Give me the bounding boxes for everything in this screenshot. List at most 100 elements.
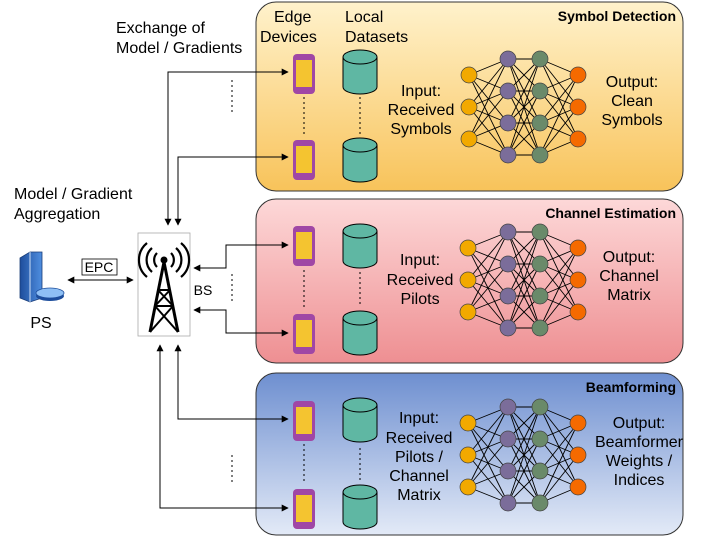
nn-hidden-node xyxy=(531,494,549,512)
ps-label: PS xyxy=(30,315,51,332)
neural-network xyxy=(459,223,587,337)
panel-title-beamforming: Beamforming xyxy=(586,379,676,395)
nn-edge xyxy=(539,74,579,124)
dataset-icon xyxy=(342,484,378,530)
nn-hidden-node xyxy=(499,430,517,448)
input-label-line: Received xyxy=(388,102,455,119)
nn-hidden-node xyxy=(531,50,549,68)
nn-edge xyxy=(539,279,579,329)
nn-edge xyxy=(539,106,579,156)
nn-output-node xyxy=(569,446,587,464)
epc-label-box xyxy=(81,258,118,276)
exchange-label-line2: Model / Gradients xyxy=(116,40,242,57)
dataset-icon xyxy=(342,397,378,443)
neural-network xyxy=(460,50,587,164)
phone-icon xyxy=(293,226,315,266)
nn-hidden-node xyxy=(499,255,517,273)
bs-label: BS xyxy=(194,282,213,298)
input-label-line: Input: xyxy=(399,410,439,427)
nn-output-node xyxy=(569,271,587,289)
nn-edge xyxy=(507,231,541,329)
nn-edge xyxy=(467,231,509,313)
phone-icon xyxy=(293,140,315,180)
output-label-line: Output: xyxy=(603,249,655,266)
input-label-line: Received xyxy=(386,430,453,447)
nn-edge xyxy=(539,247,579,297)
output-label-line: Channel xyxy=(599,268,659,285)
nn-edge xyxy=(467,406,509,488)
nn-edge xyxy=(507,231,541,297)
input-label-line: Channel xyxy=(389,468,449,485)
bs-device-links xyxy=(156,68,289,512)
nn-output-node xyxy=(569,130,587,148)
exchange-label-line1: Exchange of xyxy=(116,20,206,37)
nn-edge xyxy=(467,438,509,488)
phone-icon xyxy=(293,54,315,94)
nn-input-node xyxy=(460,130,478,148)
nn-input-node xyxy=(459,271,477,289)
epc-label: EPC xyxy=(85,259,114,275)
input-label-line: Input: xyxy=(401,83,441,100)
nn-output-node xyxy=(569,414,587,432)
nn-edge xyxy=(467,231,509,281)
nn-hidden-node xyxy=(499,223,517,241)
input-label-line: Matrix xyxy=(397,487,441,504)
nn-input-node xyxy=(459,414,477,432)
col-header-datasets: Datasets xyxy=(345,29,408,46)
nn-edge xyxy=(507,438,541,504)
nn-hidden-node xyxy=(531,114,549,132)
neural-networks xyxy=(459,50,587,512)
nn-hidden-node xyxy=(499,398,517,416)
nn-edge xyxy=(507,406,541,472)
input-label-line: Received xyxy=(387,272,454,289)
nn-edge xyxy=(467,263,509,313)
antenna-tower-icon xyxy=(137,242,191,333)
nn-hidden-node xyxy=(531,287,549,305)
input-label-line: Pilots / xyxy=(395,449,444,466)
output-label-line: Output: xyxy=(613,415,665,432)
nn-edge xyxy=(507,406,541,504)
col-header-devices: Devices xyxy=(260,29,317,46)
nn-output-node xyxy=(569,478,587,496)
nn-hidden-node xyxy=(499,287,517,305)
nn-input-node xyxy=(460,66,478,84)
nn-edge xyxy=(539,454,579,504)
neural-network xyxy=(459,398,587,512)
nn-edge xyxy=(467,406,509,456)
output-label-line: Symbols xyxy=(601,112,662,129)
output-label-line: Clean xyxy=(611,93,653,110)
nn-hidden-node xyxy=(531,398,549,416)
bs-box xyxy=(137,232,191,337)
nn-edge xyxy=(539,74,579,156)
nn-hidden-node xyxy=(499,82,517,100)
nn-hidden-node xyxy=(531,82,549,100)
nn-edge xyxy=(468,90,509,140)
nn-output-node xyxy=(569,98,587,116)
nn-edge xyxy=(507,58,541,156)
nn-input-node xyxy=(459,239,477,257)
dataset-icon xyxy=(342,310,378,356)
nn-hidden-node xyxy=(531,223,549,241)
aggregation-label-line1: Model / Gradient xyxy=(14,186,133,203)
panel-title-channel-estimation: Channel Estimation xyxy=(545,205,676,221)
phone-icon xyxy=(293,489,315,529)
nn-hidden-node xyxy=(499,114,517,132)
nn-hidden-node xyxy=(499,146,517,164)
nn-hidden-node xyxy=(531,319,549,337)
nn-hidden-node xyxy=(531,430,549,448)
dataset-icon xyxy=(342,223,378,269)
nn-output-node xyxy=(569,239,587,257)
output-label-line: Output: xyxy=(606,74,658,91)
nn-edge xyxy=(507,263,541,329)
nn-hidden-node xyxy=(531,462,549,480)
nn-input-node xyxy=(459,478,477,496)
nn-input-node xyxy=(459,446,477,464)
output-label-line: Indices xyxy=(614,472,665,489)
input-label-line: Symbols xyxy=(390,121,451,138)
nn-hidden-node xyxy=(531,255,549,273)
nn-edge xyxy=(539,422,579,472)
nn-input-node xyxy=(460,98,478,116)
nn-input-node xyxy=(459,303,477,321)
phone-icon xyxy=(293,314,315,354)
